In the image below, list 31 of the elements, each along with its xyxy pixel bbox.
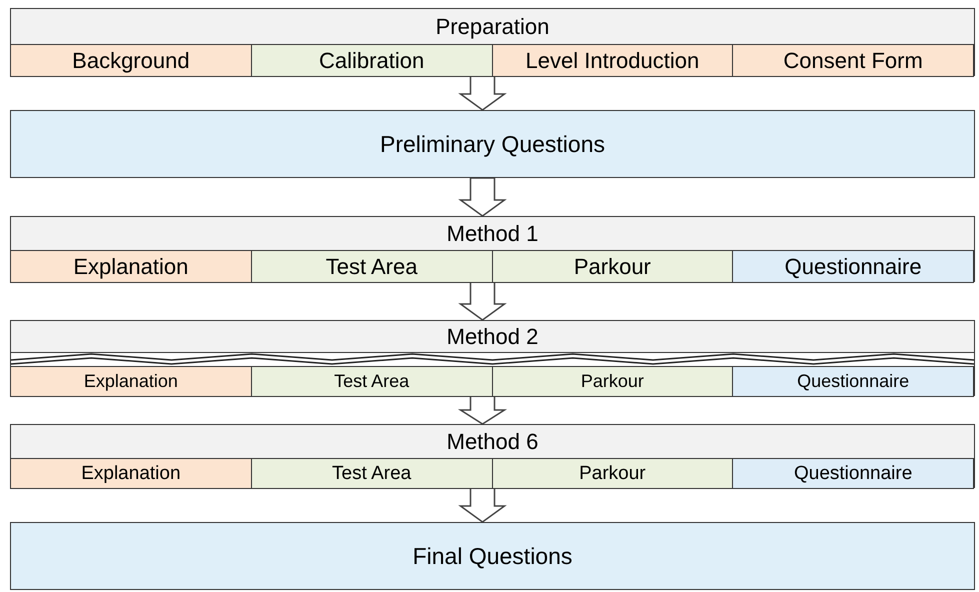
stage-title: Preparation — [11, 9, 974, 45]
question-box: Preliminary Questions — [10, 110, 975, 178]
step-cell: Explanation — [10, 458, 252, 489]
step-cell: Parkour — [492, 250, 734, 283]
step-cell: Calibration — [250, 44, 492, 77]
block-arrow — [458, 75, 507, 111]
step-cell: Parkour — [492, 366, 734, 397]
step-cell: Questionnaire — [732, 250, 974, 283]
step-cell: Questionnaire — [732, 458, 974, 489]
stage-band — [10, 216, 975, 282]
step-cell: Level Introduction — [492, 44, 734, 77]
stage-band — [10, 424, 975, 488]
block-arrow — [458, 177, 507, 217]
block-arrow — [458, 487, 507, 523]
stage-title: Method 1 — [11, 217, 974, 251]
step-cell: Consent Form — [732, 44, 974, 77]
step-cell: Explanation — [10, 366, 252, 397]
block-arrow — [458, 395, 508, 425]
step-cell: Parkour — [492, 458, 734, 489]
step-cell: Test Area — [250, 458, 492, 489]
step-cell: Explanation — [10, 250, 252, 283]
block-arrow — [458, 281, 507, 321]
step-cell: Questionnaire — [732, 366, 974, 397]
question-box: Final Questions — [10, 522, 975, 590]
stage-title: Method 6 — [11, 425, 974, 459]
stage-band — [10, 8, 975, 76]
stage-title: Method 2 — [11, 321, 974, 353]
stage-band — [10, 320, 975, 396]
step-cell: Background — [10, 44, 252, 77]
step-cell: Test Area — [250, 366, 492, 397]
step-cell: Test Area — [250, 250, 492, 283]
